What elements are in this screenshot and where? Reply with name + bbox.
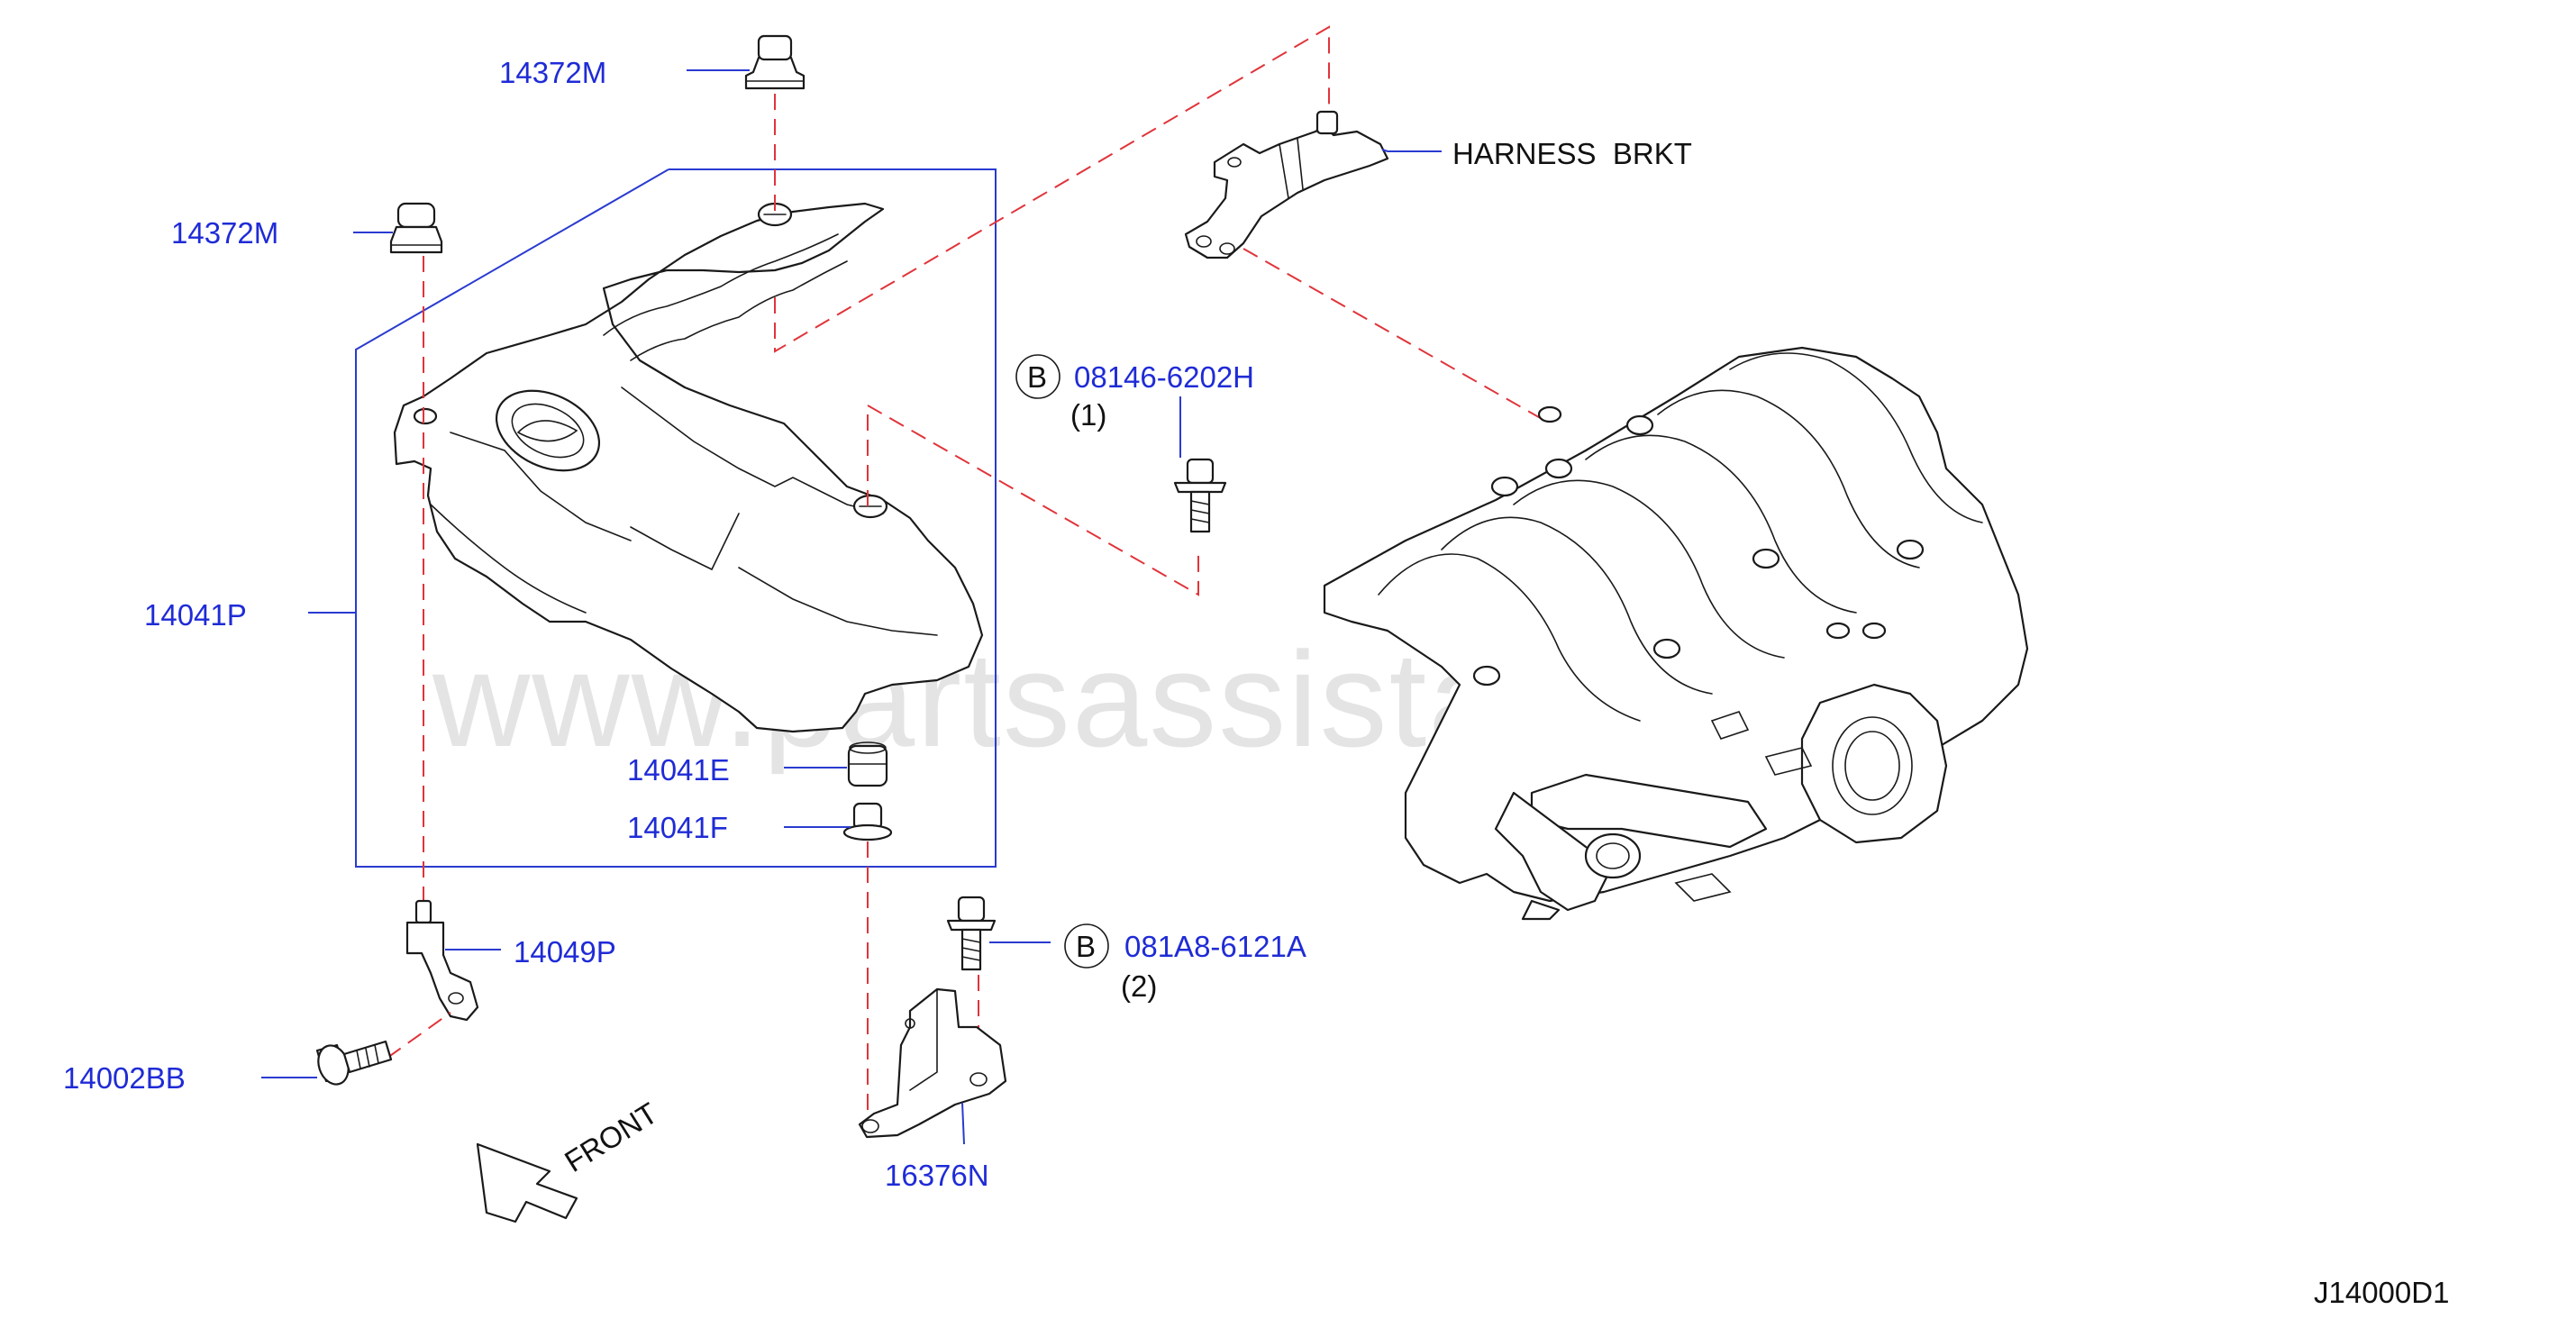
engine-cover [393,202,984,733]
bolt-14002bb [315,1040,393,1086]
callout-part-b1: 08146-6202H [1074,360,1254,394]
bracket-16376n [858,987,1007,1139]
label-harness-bracket: HARNESS BRKT [1452,137,1692,170]
leader-bracket-bottom [961,1102,965,1145]
nut-left [389,202,443,254]
callout-letter-b2: B [1076,930,1096,963]
spacer [842,802,893,841]
front-label: FRONT [559,1096,663,1178]
callout-marker-b1 [1015,354,1060,399]
label-bracket-bottom: 16376N [885,1159,989,1192]
bracket-14049p [405,899,479,1022]
intake-manifold [1323,346,2029,921]
harness-bracket [1184,110,1389,259]
leader-harness [1381,149,1442,152]
callout-marker-b2 [1064,923,1109,969]
callout-letter-b1: B [1027,360,1047,394]
label-spacer: 14041F [627,811,728,844]
nut-top [744,34,806,90]
label-nut-top: 14372M [499,56,606,89]
front-arrow-icon [476,1142,578,1223]
callout-qty-b2: (2) [1121,969,1157,1003]
callout-qty-b1: (1) [1070,398,1106,432]
label-grommet: 14041E [627,753,730,787]
assembly-frame [355,168,997,868]
bolt-b1 [1173,458,1227,533]
callout-part-b2: 081A8-6121A [1124,930,1306,963]
label-nut-left: 14372M [171,216,278,250]
grommet [847,741,888,787]
label-bracket: 14049P [514,935,616,969]
diagram-code: J14000D1 [2314,1276,2449,1309]
label-engine-cover: 14041P [144,598,247,632]
bolt-b2 [946,896,997,971]
label-bolt-left: 14002BB [63,1061,186,1095]
